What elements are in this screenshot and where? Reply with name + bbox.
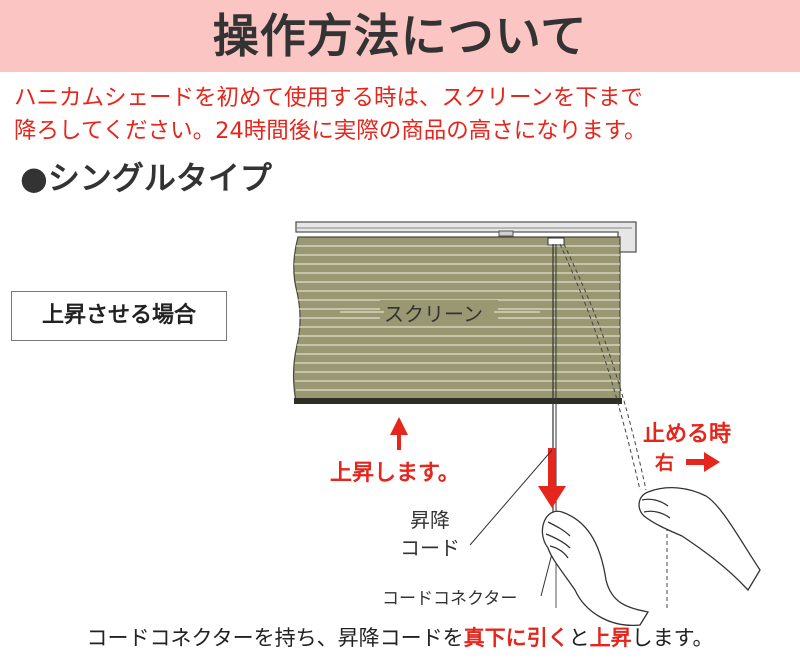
screen-label: スクリーン (384, 302, 483, 326)
section-title: ●シングルタイプ (20, 159, 272, 197)
mode-box: 上昇させる場合 (11, 291, 227, 341)
cord-connector-label: コードコネクター (382, 589, 518, 609)
intro-text: ハニカムシェードを初めて使用する時は、スクリーンを下まで 降ろしてください。24… (14, 82, 784, 148)
hand-pulling-icon (541, 510, 650, 626)
honeycomb-shade (292, 236, 622, 404)
lift-cord-label-line-2: コード (400, 536, 460, 560)
cord-lock (547, 237, 565, 246)
caption-emphasis-1: 真下に引く (463, 626, 569, 650)
intro-line-2: 降ろしてください。24時間後に実際の商品の高さになります。 (14, 118, 647, 144)
lift-cord-label-line-1: 昇降 (410, 508, 450, 532)
hand-stopping-icon (638, 486, 761, 592)
loose-cord-dashed (559, 243, 668, 608)
lift-up-label: 上昇します。 (330, 461, 460, 486)
right-arrow (686, 452, 720, 472)
caption-part-1: コードコネクターを持ち、昇降コードを (86, 626, 464, 650)
right-direction-label: 右 (655, 452, 675, 474)
lift-cord-label: 昇降 コード (395, 506, 465, 562)
page-title: 操作方法について (212, 9, 588, 63)
instruction-caption: コードコネクターを持ち、昇降コードを真下に引くと上昇します。 (0, 622, 800, 652)
down-arrow (538, 448, 566, 508)
mode-label: 上昇させる場合 (41, 303, 196, 328)
screen-label-bg (380, 300, 498, 324)
cord-leader-line (469, 449, 553, 546)
caption-part-2: と (568, 626, 590, 650)
caption-emphasis-2: 上昇 (589, 626, 632, 650)
caption-part-3: します。 (631, 626, 714, 650)
intro-line-1: ハニカムシェードを初めて使用する時は、スクリーンを下まで (14, 85, 643, 111)
bottom-rail (294, 398, 622, 404)
stop-label: 止める時 (643, 422, 732, 447)
header-band (0, 0, 800, 72)
up-arrow (390, 417, 408, 450)
